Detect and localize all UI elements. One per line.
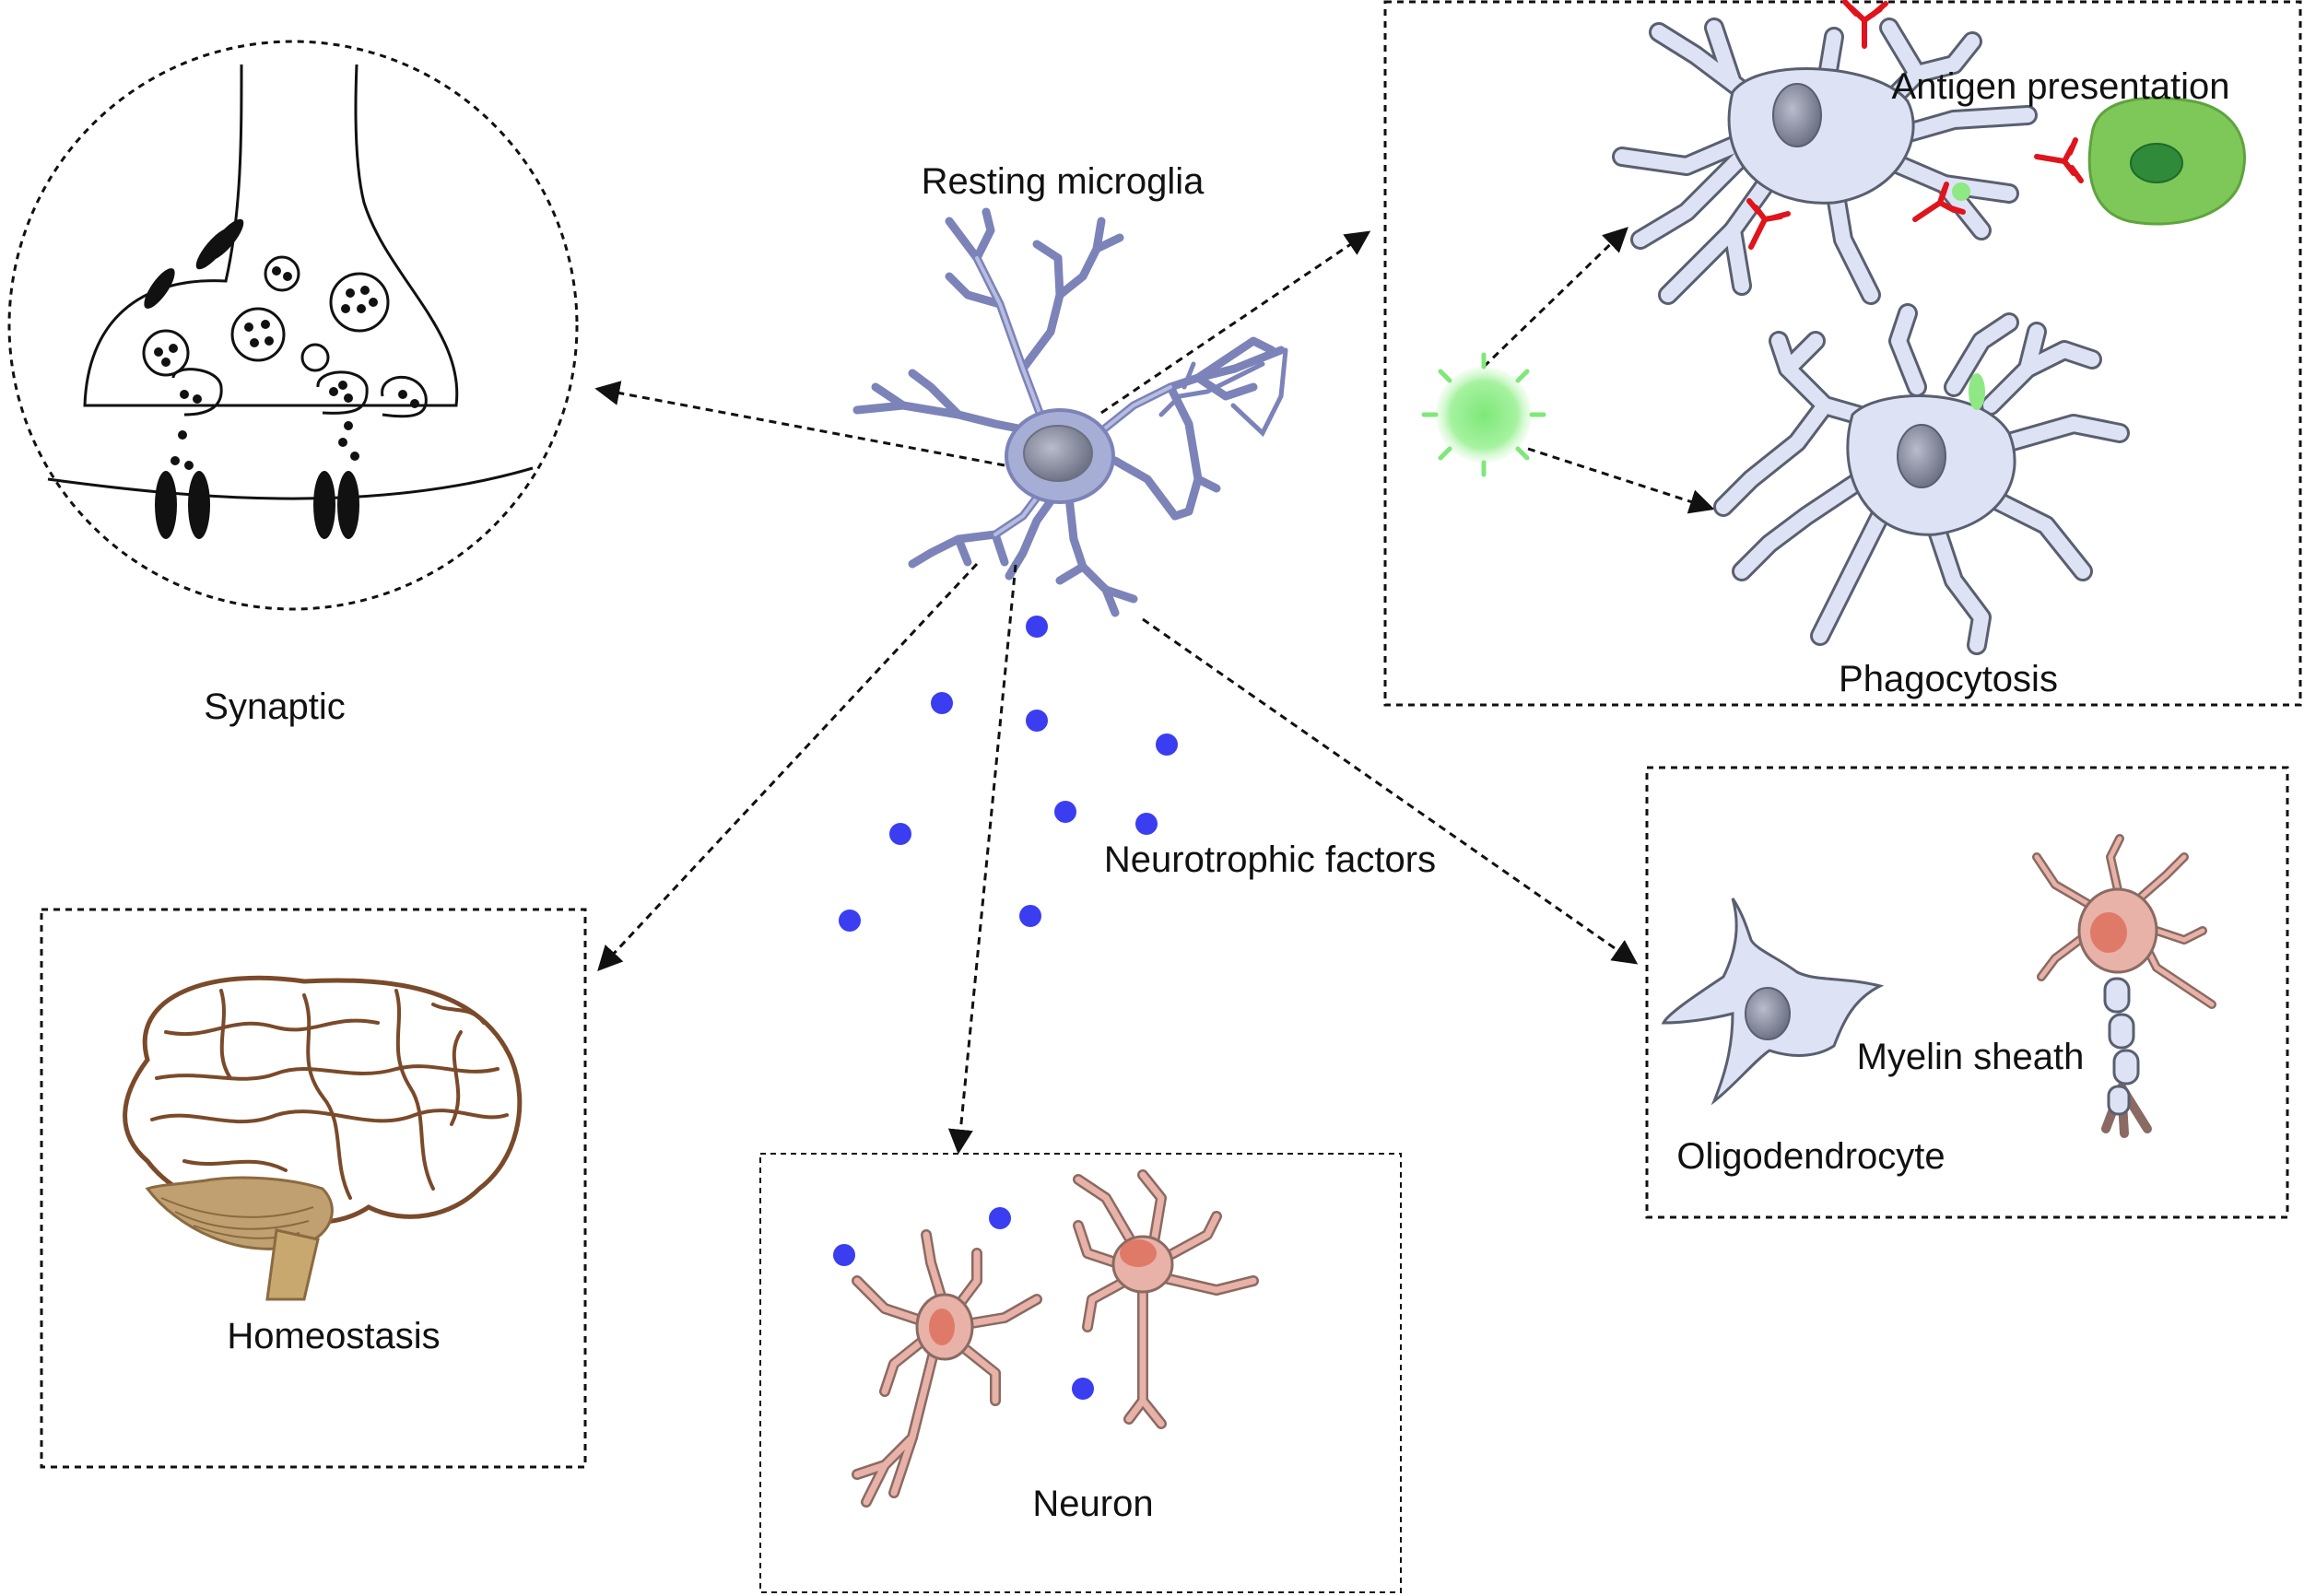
myelinated-neuron [2032,834,2216,1138]
myelin-segments [2103,977,2140,1116]
homeostasis-label: Homeostasis [227,1316,440,1356]
antigen-presentation-label: Antigen presentation [1892,66,2230,107]
synapse-illustration [47,64,534,500]
small-antigen [1952,182,1970,201]
activated-microglia-panel: Antigen presentation [1383,0,2302,707]
phagocytosis-label: Phagocytosis [1839,659,2058,699]
activated-microglia-top [1612,18,2038,305]
microglia-nucleus [1023,425,1093,482]
oligodendrocyte-cell [1661,898,1885,1106]
homeostasis-panel: Homeostasis [40,908,587,1469]
synapse-receptors [144,218,359,539]
synaptic-circle [7,40,579,611]
neuron-panel: Neuron [759,1153,1402,1593]
oligodendrocyte-panel-border [1645,766,2289,1219]
resting-microglia-label: Resting microglia [922,161,1205,202]
neuron-cell-left [852,1229,1042,1508]
brain-illustration [123,975,523,1301]
neurotransmitter-dots [154,266,419,470]
neuron-label: Neuron [1032,1484,1153,1524]
neurotrophic-factors [839,616,1178,932]
neuron-cell-right [1073,1169,1259,1429]
arrow-to-oligodendrocyte [1142,617,1639,965]
oligodendrocyte-label: Oligodendrocyte [1676,1136,1945,1177]
synaptic-label: Synaptic [204,687,345,727]
activated-microglia-phagocytosis [1713,303,2130,655]
connection-arrows [594,227,1715,1155]
neuron-panel-border [759,1153,1402,1593]
antigen-cell [2087,96,2247,226]
synaptic-panel: Synaptic [7,40,579,727]
arrow-to-antigen-panel [1100,230,1371,415]
microglia-fine-branches [1158,347,1288,438]
synaptic-vesicles [142,255,390,377]
antibody-markers [1746,0,2084,250]
arrow-pathogen-to-antigen [1482,227,1628,369]
arrow-pathogen-to-phagocytosis [1527,447,1715,514]
pathogen [1421,352,1546,477]
neurotrophic-dots-neuron [833,1207,1094,1400]
oligodendrocyte-panel: Myelin sheath Oligodendrocyte [1645,766,2289,1219]
arrow-to-homeostasis [597,562,979,971]
arrow-to-neuron [947,564,1017,1155]
resting-microglia: Resting microglia [852,161,1288,617]
myelin-sheath-label: Myelin sheath [1857,1037,2085,1077]
arrow-to-synaptic [594,381,1005,467]
neurotrophic-factors-label: Neurotrophic factors [1104,839,1436,880]
